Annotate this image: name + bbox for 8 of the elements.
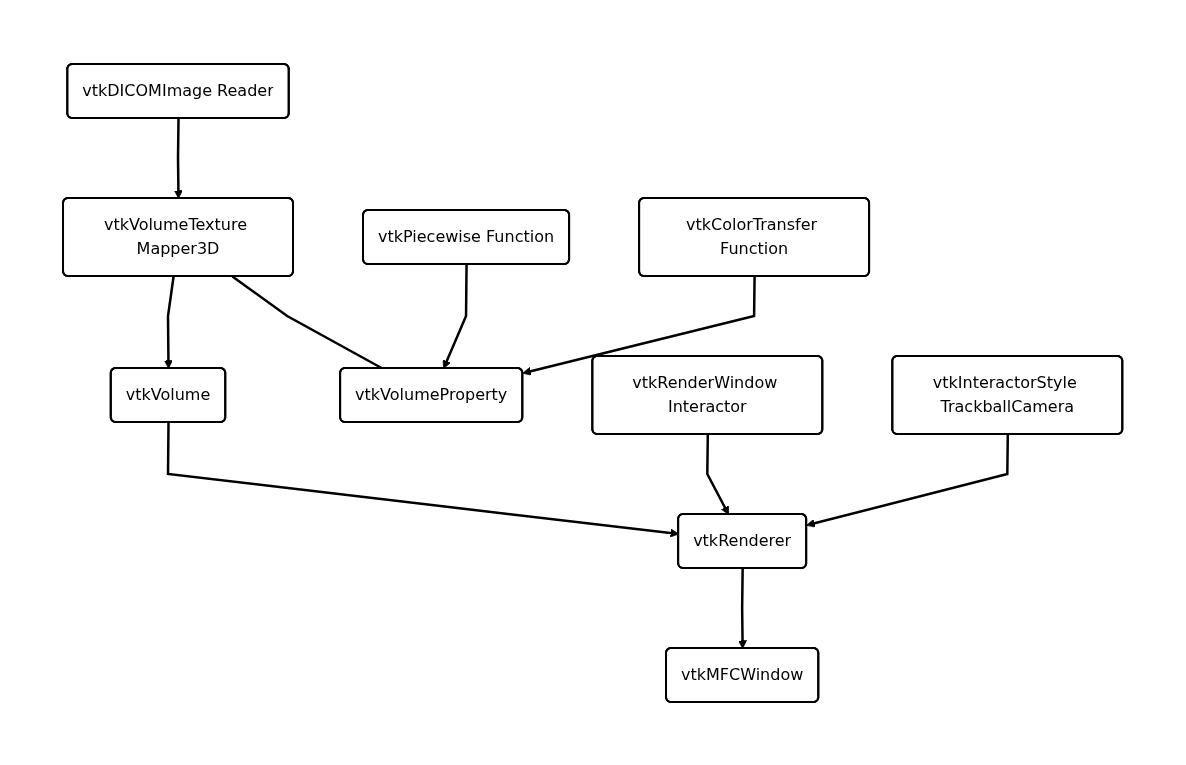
- arrow: [522, 275, 757, 376]
- arrow: [443, 264, 469, 369]
- arrow: [738, 567, 748, 649]
- arrow: [706, 433, 730, 515]
- arrow: [806, 433, 1010, 528]
- arrow: [164, 275, 176, 369]
- arrow: [174, 118, 184, 199]
- node-text: vtkVolumeTexture Mapper3D: [104, 214, 248, 258]
